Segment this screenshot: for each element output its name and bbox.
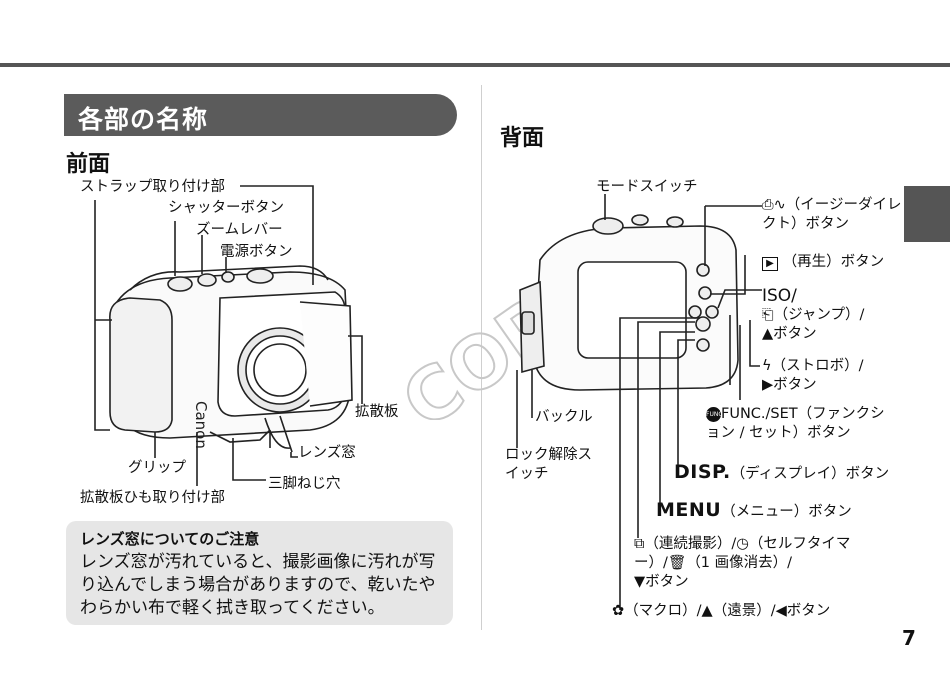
menu-text: （メニュー）ボタン bbox=[721, 504, 852, 520]
rear-heading: 背面 bbox=[500, 126, 545, 151]
infinity-icon: ▲ bbox=[701, 603, 713, 619]
flash-text: （ストロボ）/ bbox=[771, 358, 864, 374]
case-brand-logo: Canon bbox=[192, 401, 210, 449]
section-title-bar: 各部の名称 bbox=[64, 94, 457, 136]
erase-text: （1 画像消去）/ bbox=[686, 555, 793, 571]
up-arrow-icon: ▲ bbox=[762, 326, 774, 342]
infinity-text: （遠景）/ bbox=[712, 603, 776, 619]
diffuser-strap-mount-label: 拡散板ひも取り付け部 bbox=[80, 490, 225, 506]
disp-button-label: DISP.（ディスプレイ）ボタン bbox=[674, 461, 889, 483]
continuous-shooting-icon: ⧉ bbox=[634, 536, 645, 552]
column-divider bbox=[481, 85, 482, 630]
erase-icon: 🗑 bbox=[667, 555, 687, 571]
flash-button-label: ϟ（ストロボ）/ ▶ボタン bbox=[762, 357, 902, 395]
zoom-lever-label: ズームレバー bbox=[196, 222, 283, 238]
disp-key: DISP. bbox=[674, 461, 731, 483]
note-body: レンズ窓が汚れていると、撮影画像に汚れが写り込んでしまう場合がありますので、乾い… bbox=[80, 552, 436, 618]
page-number: 7 bbox=[902, 626, 916, 650]
flash-button-text: ボタン bbox=[773, 377, 817, 393]
iso-text: ISO/ bbox=[762, 286, 797, 306]
chapter-tab bbox=[904, 186, 950, 242]
macro-infinity-button-label: ✿（マクロ）/▲（遠景）/◀ボタン bbox=[612, 602, 830, 620]
left-button-text: ボタン bbox=[786, 603, 831, 619]
disp-text: （ディスプレイ）ボタン bbox=[730, 466, 890, 482]
buckle-label: バックル bbox=[535, 409, 593, 425]
self-timer-text: （セルフタイマー）/ bbox=[634, 536, 851, 571]
playback-text: （再生）ボタン bbox=[782, 254, 885, 270]
mode-switch-label: モードスイッチ bbox=[596, 179, 698, 195]
tripod-socket-label: 三脚ねじ穴 bbox=[268, 476, 341, 492]
easy-direct-icon: ⎙∿ bbox=[762, 197, 786, 213]
macro-text: （マクロ）/ bbox=[624, 603, 702, 619]
lock-release-switch-label: ロック解除スイッチ bbox=[505, 447, 592, 482]
note-title: レンズ窓についてのご注意 bbox=[80, 530, 260, 548]
playback-button-label: ▶ （再生）ボタン bbox=[762, 253, 884, 271]
jump-text: （ジャンプ）/ bbox=[773, 307, 865, 323]
rear-camera-illustration bbox=[516, 194, 762, 610]
continuous-selftimer-button-label: ⧉（連続撮影）/◷（セルフタイマー）/🗑（1 画像消去）/ ▼ボタン bbox=[634, 535, 874, 592]
front-camera-illustration: Canon bbox=[94, 185, 363, 486]
down-button-text: ボタン bbox=[645, 574, 689, 590]
grip-label: グリップ bbox=[128, 460, 186, 476]
jump-button-text: ボタン bbox=[773, 326, 817, 342]
func-set-button-label: FUNCFUNC./SET（ファンクション / セット）ボタン bbox=[706, 405, 896, 443]
power-button-label: 電源ボタン bbox=[220, 244, 293, 260]
func-set-text: FUNC./SET（ファンクション / セット）ボタン bbox=[706, 406, 885, 441]
lens-window-label: レンズ窓 bbox=[298, 445, 356, 461]
flash-icon: ϟ bbox=[762, 358, 772, 374]
playback-icon: ▶ bbox=[762, 257, 778, 271]
menu-key: MENU bbox=[656, 499, 722, 521]
jump-icon: ⎗ bbox=[762, 307, 774, 323]
front-heading: 前面 bbox=[66, 152, 111, 177]
easy-direct-text: （イージーダイレクト）ボタン bbox=[762, 197, 902, 232]
top-rule bbox=[0, 63, 950, 67]
left-arrow-icon: ◀ bbox=[775, 603, 787, 619]
continuous-text: （連続撮影）/ bbox=[644, 536, 737, 552]
func-set-icon: FUNC bbox=[706, 406, 723, 422]
iso-jump-button-label: ISO/ ⎗（ジャンプ）/ ▲ボタン bbox=[762, 287, 902, 344]
section-title: 各部の名称 bbox=[78, 105, 209, 134]
right-arrow-icon: ▶ bbox=[762, 377, 774, 393]
easy-direct-button-label: ⎙∿（イージーダイレクト）ボタン bbox=[762, 196, 902, 234]
lens-window-note: レンズ窓についてのご注意 レンズ窓が汚れていると、撮影画像に汚れが写り込んでしま… bbox=[66, 521, 453, 625]
diffuser-label: 拡散板 bbox=[355, 404, 399, 420]
strap-mount-label: ストラップ取り付け部 bbox=[80, 179, 225, 195]
macro-icon: ✿ bbox=[612, 603, 625, 619]
menu-button-label: MENU（メニュー）ボタン bbox=[656, 499, 852, 521]
self-timer-icon: ◷ bbox=[736, 536, 749, 552]
shutter-button-label: シャッターボタン bbox=[168, 200, 284, 216]
down-arrow-icon: ▼ bbox=[634, 574, 646, 590]
